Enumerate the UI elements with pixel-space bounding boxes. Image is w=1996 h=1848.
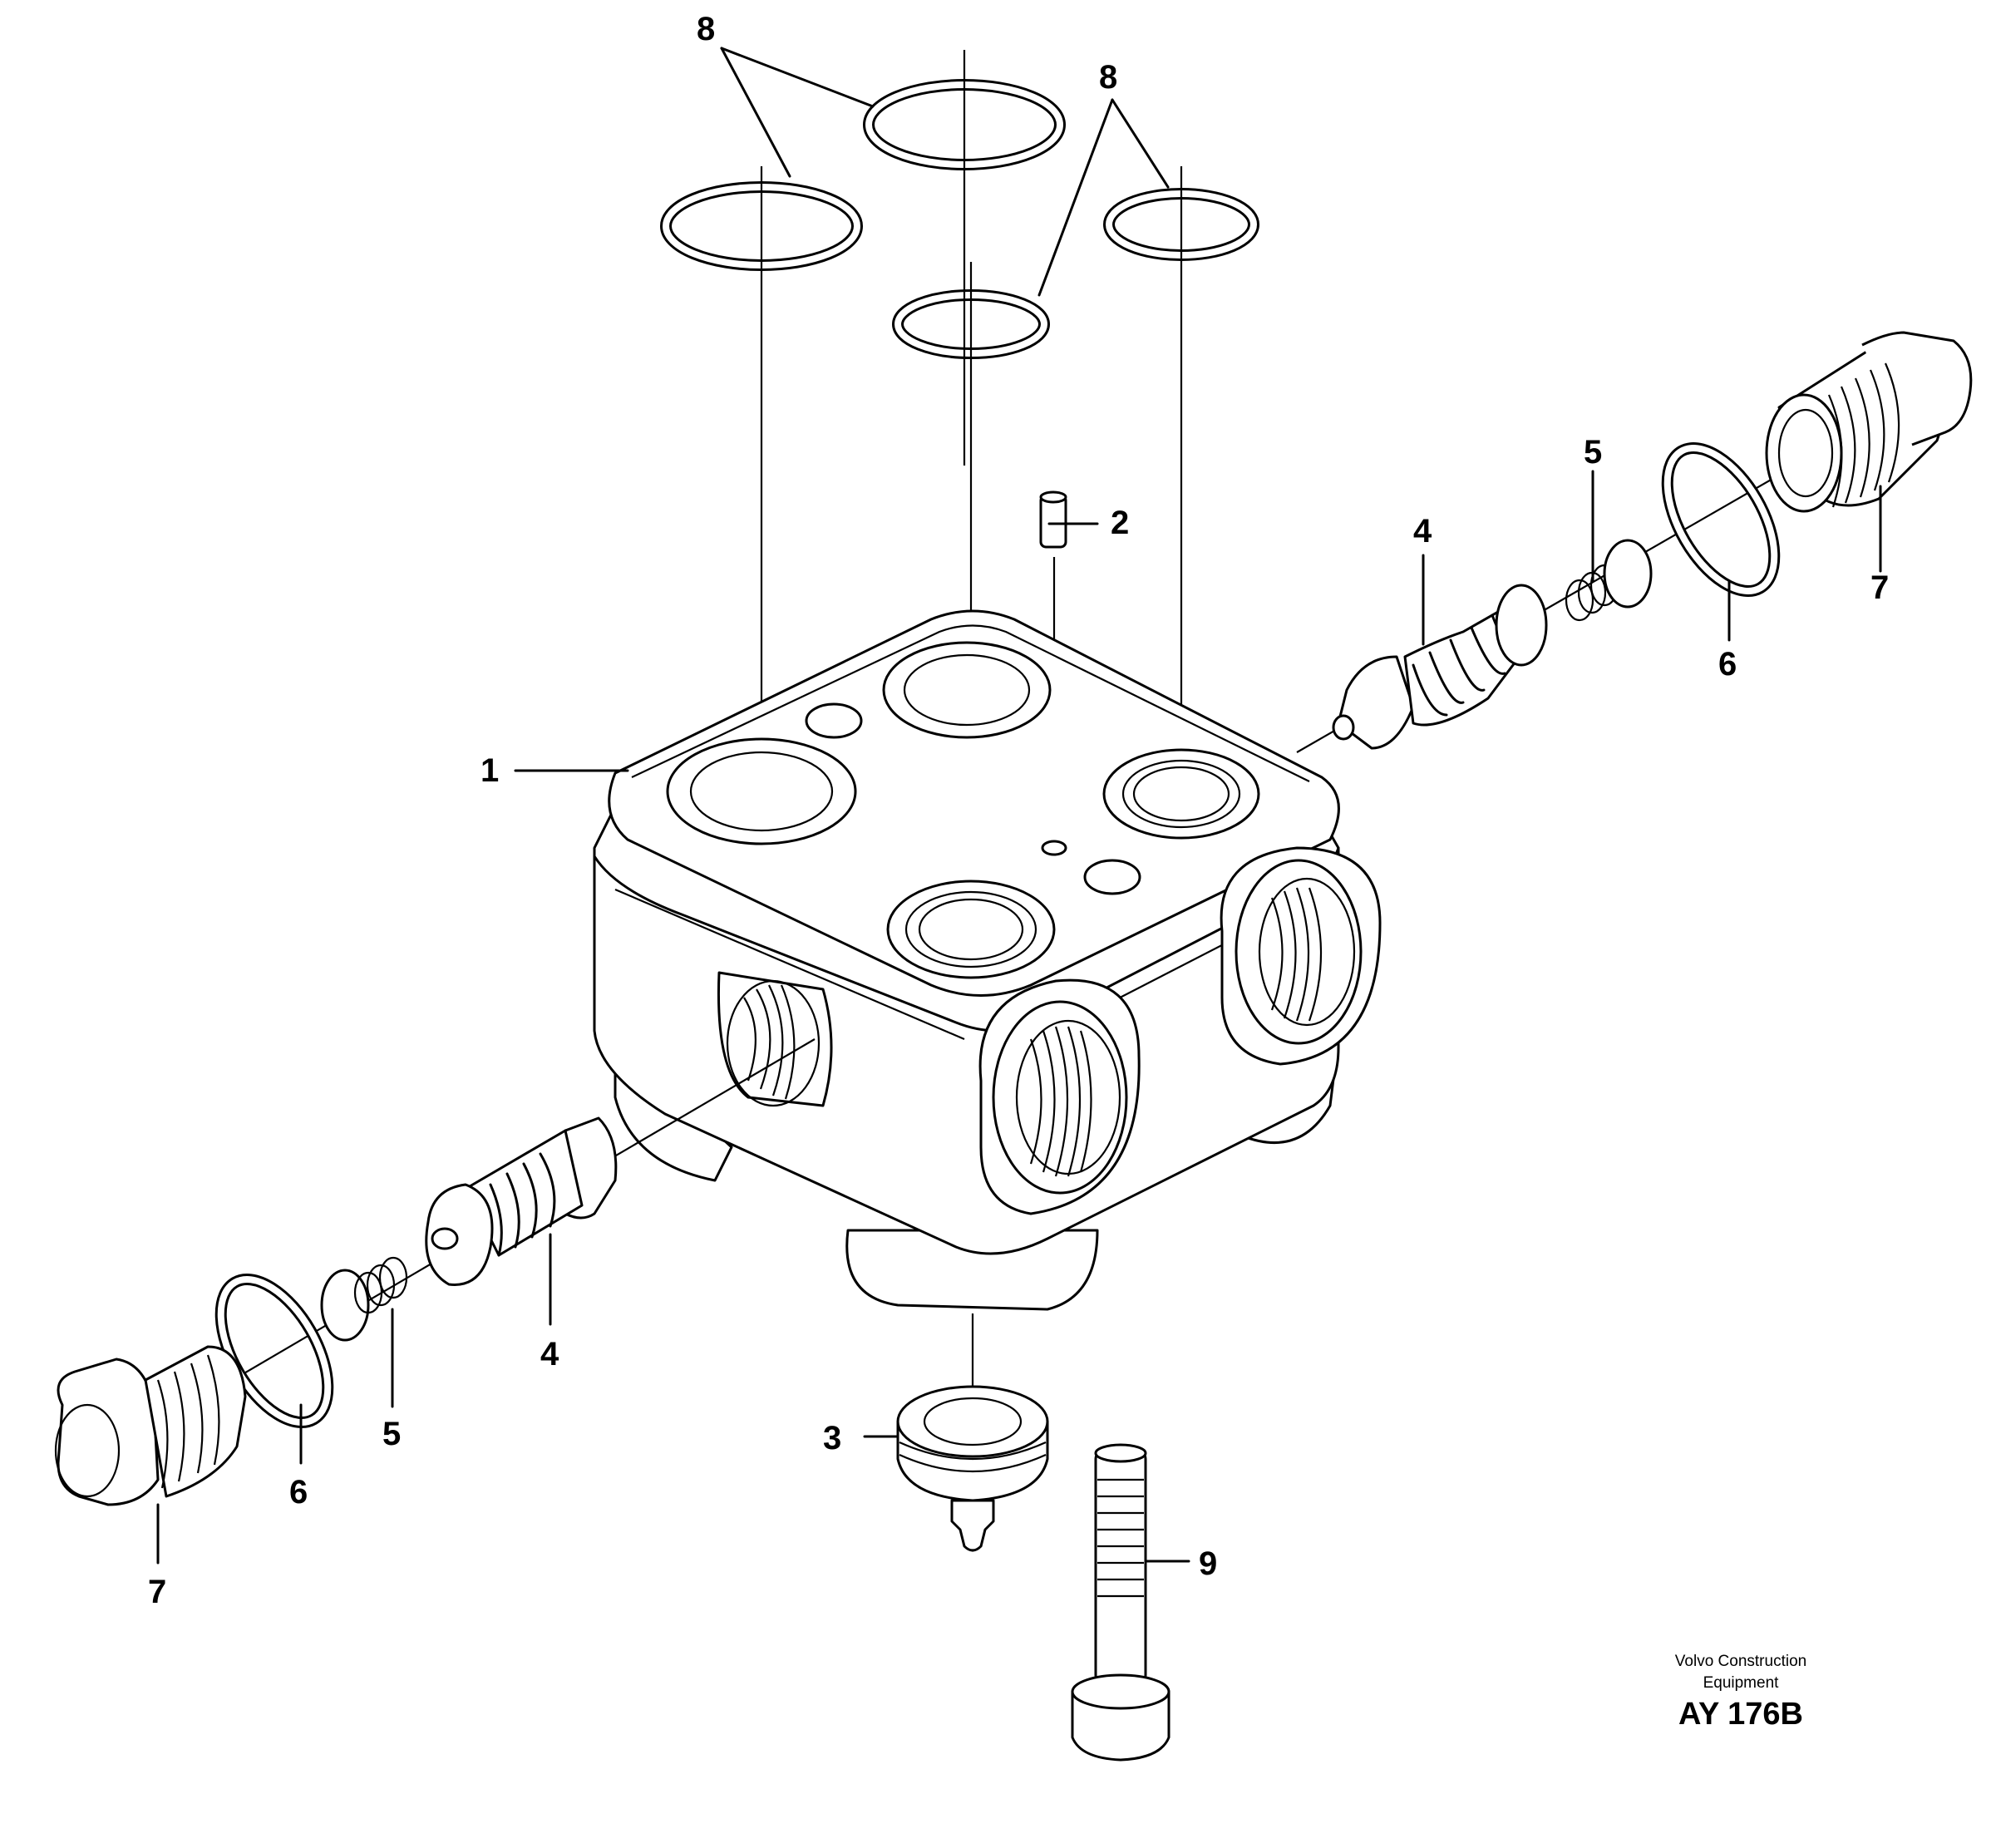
side-port-left <box>717 971 833 1107</box>
cap-screw <box>1071 1443 1170 1762</box>
callout-8-right: 8 <box>1099 59 1117 96</box>
credit-line-2: Equipment <box>1703 1674 1780 1692</box>
valve-cap <box>896 1385 1049 1552</box>
callouts: 8 8 1 2 4 5 6 7 4 5 6 7 3 9 <box>148 11 1889 1610</box>
callout-8-left: 8 <box>697 11 715 47</box>
plug-lower <box>54 1345 247 1506</box>
callout-4-lower: 4 <box>540 1336 559 1372</box>
seal-upper <box>1661 442 1781 597</box>
spring-upper <box>1565 539 1653 622</box>
side-port-front <box>978 978 1141 1215</box>
callout-3: 3 <box>823 1420 841 1456</box>
callout-5-lower: 5 <box>382 1416 401 1452</box>
callout-6-upper: 6 <box>1718 646 1737 683</box>
drawing-code: AY 176B <box>1678 1697 1803 1732</box>
callout-6-lower: 6 <box>289 1474 308 1510</box>
pin <box>1039 490 1067 549</box>
callout-2: 2 <box>1111 505 1129 541</box>
valve-spring-upper <box>1332 584 1548 750</box>
credit-block: Volvo Construction Equipment AY 176B <box>1675 1653 1806 1732</box>
credit-line-1: Volvo Construction <box>1675 1653 1806 1670</box>
spring-lower <box>320 1256 408 1342</box>
callout-1: 1 <box>481 752 499 789</box>
callout-7-upper: 7 <box>1870 569 1889 606</box>
valve-housing <box>593 609 1382 1311</box>
plug-upper <box>1765 331 1973 513</box>
callout-7-lower: 7 <box>148 1574 166 1610</box>
callout-5-upper: 5 <box>1584 434 1602 471</box>
callout-4-upper: 4 <box>1413 513 1432 549</box>
callout-9: 9 <box>1199 1545 1217 1582</box>
side-port-right <box>1220 846 1382 1066</box>
leader-lines <box>156 47 1882 1565</box>
valve-spring-lower <box>425 1116 618 1286</box>
